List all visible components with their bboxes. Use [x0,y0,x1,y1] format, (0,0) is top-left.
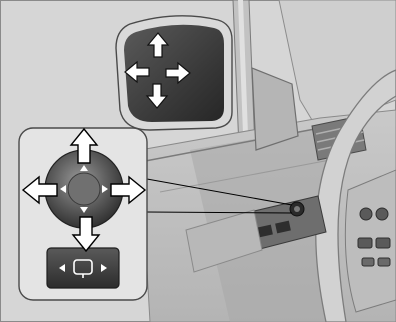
mirror-selector-switch [47,248,119,288]
callout-panel [19,128,147,300]
